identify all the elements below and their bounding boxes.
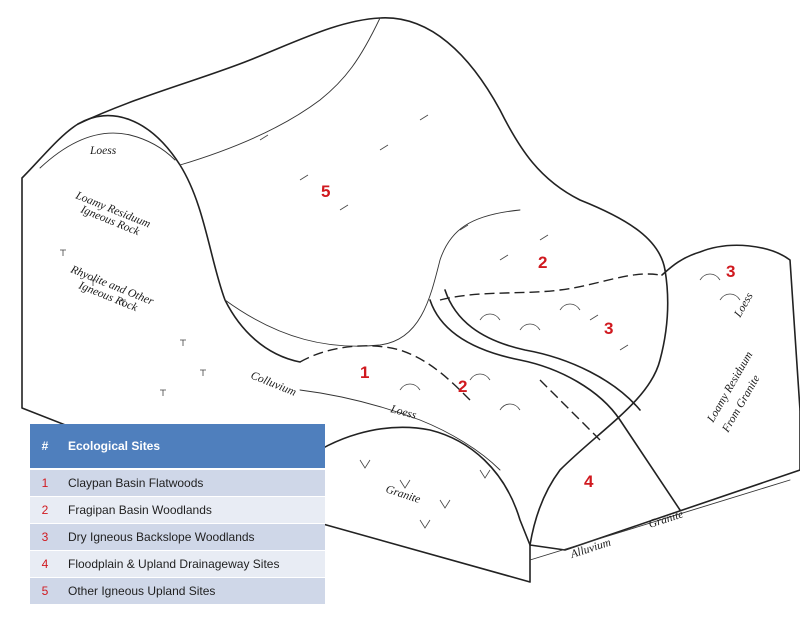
hill-contour (179, 17, 521, 347)
legend-row: 3 Dry Igneous Backslope Woodlands (30, 523, 325, 551)
site-marker-5: 5 (321, 182, 330, 201)
legend-row: 4 Floodplain & Upland Drainageway Sites (30, 550, 325, 578)
legend-row-name: Floodplain & Upland Drainageway Sites (60, 550, 325, 578)
basin-boundary (299, 273, 661, 441)
legend-row: 5 Other Igneous Upland Sites (30, 577, 325, 605)
site-marker-2-upper: 2 (538, 253, 547, 272)
terrain-hatching (60, 114, 741, 529)
label-loess-right: Loess (732, 290, 756, 320)
legend-header-title: Ecological Sites (60, 424, 325, 470)
label-alluvium: Alluvium (568, 537, 612, 562)
loess-layer-front (299, 389, 501, 471)
upland-ridge (77, 17, 666, 271)
legend-row-num: 5 (30, 577, 60, 605)
label-loess-top: Loess (89, 145, 117, 157)
legend-header: # Ecological Sites (30, 424, 325, 470)
stream-channel (529, 269, 669, 546)
legend-row-name: Other Igneous Upland Sites (60, 577, 325, 605)
legend-row-num: 1 (30, 469, 60, 497)
legend-row-num: 3 (30, 523, 60, 551)
loess-layer-left (39, 132, 176, 169)
site-marker-4: 4 (584, 472, 594, 491)
site-marker-3-right: 3 (726, 262, 735, 281)
legend-row: 2 Fragipan Basin Woodlands (30, 496, 325, 524)
legend-row: 1 Claypan Basin Flatwoods (30, 469, 325, 497)
block-front-face (304, 409, 800, 583)
legend-row-name: Claypan Basin Flatwoods (60, 469, 325, 497)
site-marker-3-center: 3 (604, 319, 613, 338)
alluvium-layer (529, 479, 791, 561)
drainageway (429, 289, 681, 511)
site-marker-2-lower: 2 (458, 377, 467, 396)
label-granite-front: Granite (384, 483, 422, 505)
legend-row-num: 2 (30, 496, 60, 524)
legend-header-num: # (30, 424, 60, 470)
legend-row-name: Fragipan Basin Woodlands (60, 496, 325, 524)
label-loess-middle: Loess (388, 403, 418, 422)
site-marker-1: 1 (360, 363, 369, 382)
ecological-sites-legend: # Ecological Sites 1 Claypan Basin Flatw… (30, 424, 325, 605)
legend-row-name: Dry Igneous Backslope Woodlands (60, 523, 325, 551)
label-colluvium: Colluvium (249, 370, 298, 399)
label-granite-right: Granite (647, 508, 685, 530)
block-right-face (661, 244, 800, 411)
legend-row-num: 4 (30, 550, 60, 578)
